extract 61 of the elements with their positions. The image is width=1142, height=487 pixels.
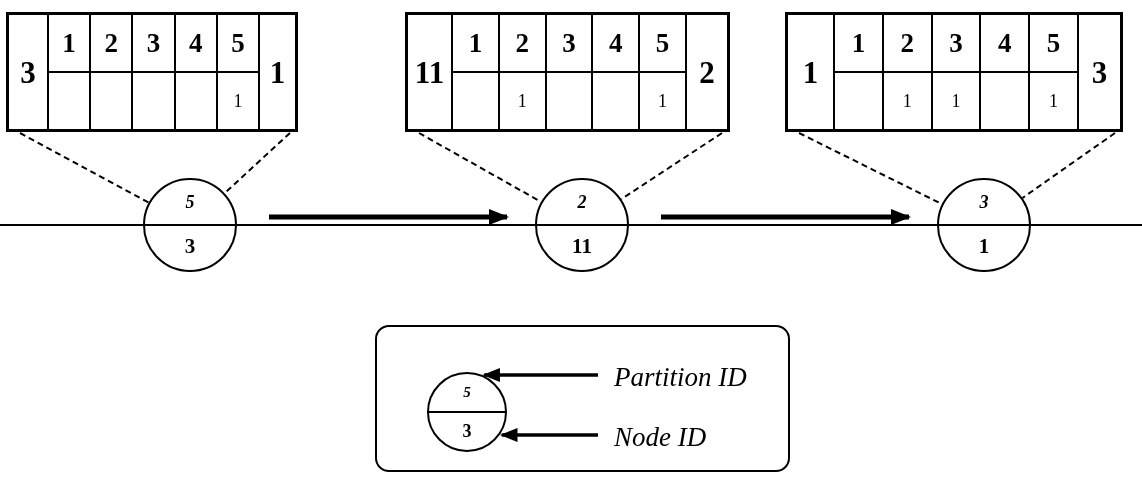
arrow: [661, 209, 911, 225]
table-cell: 11: [407, 14, 452, 130]
table-cell: 3: [1078, 14, 1121, 130]
table-cell: 3: [132, 14, 175, 72]
network-line: [628, 224, 938, 226]
table-cell: 5: [639, 14, 686, 72]
network-line: [1030, 224, 1142, 226]
table-cell: 2: [90, 14, 133, 72]
table-cell: 1: [498, 72, 546, 130]
table-cell: 1: [48, 14, 91, 72]
dashed-line: [19, 132, 150, 204]
table-cell: 5: [216, 14, 259, 72]
legend-label: Node ID: [614, 417, 764, 457]
partition-id: 3: [978, 193, 990, 211]
table-cell: 4: [980, 14, 1030, 72]
table-cell: 1: [1029, 72, 1078, 130]
table-cell: [545, 72, 593, 130]
table-cell: 2: [686, 14, 728, 130]
arrow: [500, 428, 598, 442]
node-id: 3: [183, 236, 197, 257]
table-cell: [48, 72, 91, 130]
table-cell: 4: [592, 14, 640, 72]
network-line: [0, 224, 144, 226]
partition-table: [785, 12, 1123, 132]
table-cell: 4: [174, 14, 217, 72]
legend-box: [375, 325, 790, 472]
table-cell: 5: [1029, 14, 1078, 72]
table-cell: [834, 72, 883, 130]
table-cell: [980, 72, 1030, 130]
node-id: 11: [571, 236, 593, 257]
table-cell: 1: [834, 14, 883, 72]
dashed-line: [1021, 132, 1116, 199]
table-cell: 1: [787, 14, 834, 130]
table-cell: 3: [8, 14, 48, 130]
table-cell: 1: [259, 14, 296, 130]
node-id: 1: [977, 236, 991, 257]
table-cell: 1: [882, 72, 932, 130]
table-cell: 1: [639, 72, 686, 130]
network-line: [236, 224, 536, 226]
table-cell: 1: [216, 72, 259, 130]
table-cell: 2: [498, 14, 546, 72]
table-cell: [132, 72, 175, 130]
table-cell: 1: [452, 14, 499, 72]
table-cell: 3: [545, 14, 593, 72]
partition-table: [6, 12, 298, 132]
table-cell: [452, 72, 499, 130]
arrow: [482, 368, 598, 382]
table-cell: 1: [931, 72, 981, 130]
table-cell: [90, 72, 133, 130]
table-cell: [592, 72, 640, 130]
legend-label: Partition ID: [614, 357, 789, 397]
partition-id: 5: [184, 193, 196, 211]
partition-id: 5: [462, 385, 472, 400]
table-cell: 2: [882, 14, 932, 72]
node-id: 3: [461, 422, 473, 440]
table-cell: 3: [931, 14, 981, 72]
dashed-line: [223, 132, 291, 195]
partition-id: 2: [576, 193, 588, 211]
partition-table: [405, 12, 730, 132]
table-cell: [174, 72, 217, 130]
arrow: [269, 209, 509, 225]
